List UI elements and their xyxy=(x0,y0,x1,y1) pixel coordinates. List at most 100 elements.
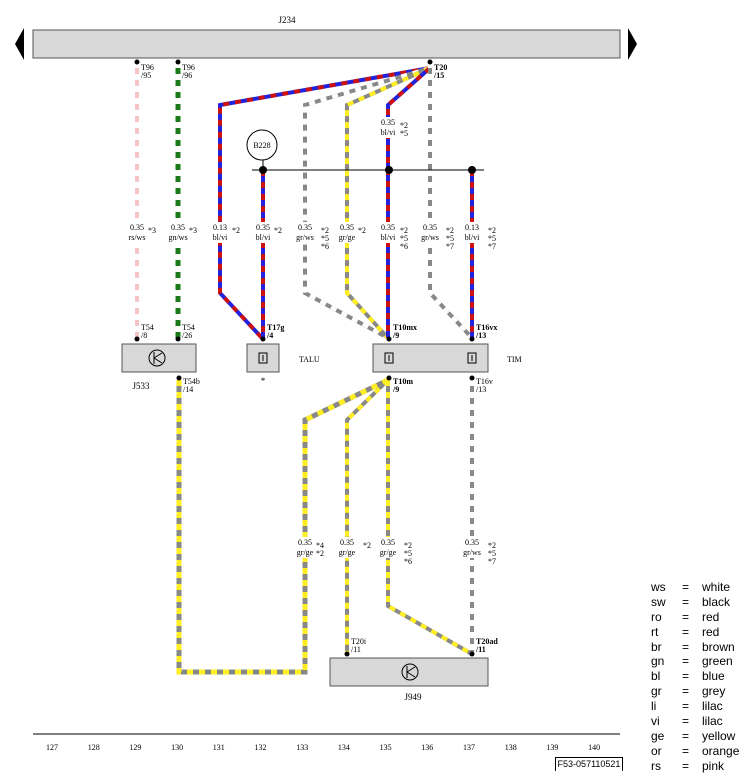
connector-t54_8-pin: /8 xyxy=(141,331,147,340)
wire-color: gr/ws xyxy=(421,233,439,242)
legend-row-sw: sw=black xyxy=(651,595,739,610)
wire-note: *7 xyxy=(446,242,454,251)
wire-base xyxy=(176,377,390,675)
label-bg xyxy=(334,537,360,558)
legend-equals: = xyxy=(682,743,690,758)
legend-color-name: brown xyxy=(702,639,735,654)
connector-t20i_11-name: T20i xyxy=(351,637,367,646)
t16vx-13-pin xyxy=(469,336,475,342)
wire-color: gr/ge xyxy=(380,548,397,557)
wire-note: *2 xyxy=(400,226,408,235)
sq-rect xyxy=(258,352,268,364)
legend-row-gr: gr=grey xyxy=(651,684,739,699)
cu-line-b xyxy=(406,671,416,678)
legend-code: rt xyxy=(651,624,659,639)
wire-size: 0.35 xyxy=(381,118,395,127)
t54-8-pin xyxy=(134,336,140,342)
wire-w131 xyxy=(218,66,431,340)
scale-number-140: 140 xyxy=(588,743,600,752)
sq-rect xyxy=(384,352,394,364)
scale-number-131: 131 xyxy=(213,743,225,752)
connector-t54b_14-name: T54b xyxy=(183,377,200,386)
legend-color-name: yellow xyxy=(702,728,736,743)
wire-size: 0.13 xyxy=(465,223,479,232)
connector-t16v_13-name: T16v xyxy=(476,377,493,386)
wire-base xyxy=(386,66,432,338)
wire-size: 0.35 xyxy=(381,223,395,232)
wire-note: *5 xyxy=(400,129,408,138)
cu-circle xyxy=(148,349,166,367)
legend-row-ge: ge=yellow xyxy=(651,729,739,744)
wire-color: bl/vi xyxy=(213,233,228,242)
t20ad-11-pin xyxy=(469,651,475,657)
legend-equals: = xyxy=(682,728,690,743)
legend-row-br: br=brown xyxy=(651,640,739,655)
scale-number-132: 132 xyxy=(255,743,267,752)
wire-w133b xyxy=(176,377,390,675)
legend-code: sw xyxy=(651,594,666,609)
t54-26-pin xyxy=(175,336,181,342)
legend-color-name: blue xyxy=(702,669,725,684)
wire-base xyxy=(303,66,431,340)
wire-note: *2 xyxy=(363,541,371,550)
wire-size: 0.35 xyxy=(298,223,312,232)
connector-t96_95-pin: /95 xyxy=(141,71,151,80)
b228-circle xyxy=(246,129,278,161)
legend-code: gr xyxy=(651,684,662,699)
label-bg xyxy=(334,222,360,243)
legend-color-name: pink xyxy=(702,758,725,773)
wire-size: 0.35 xyxy=(171,223,185,232)
legend-color-name: red xyxy=(702,624,720,639)
connector-t16vx_13-pin: /13 xyxy=(475,331,486,340)
cu-line-a xyxy=(406,666,416,673)
legend-equals: = xyxy=(682,580,690,594)
scale-number-139: 139 xyxy=(546,743,558,752)
scale-number-136: 136 xyxy=(421,743,433,752)
label-bg xyxy=(459,537,485,558)
j234-label: J234 xyxy=(278,15,296,25)
j533-transistor-icon xyxy=(148,349,166,367)
scale-number-135: 135 xyxy=(380,743,392,752)
connector-t17g_4-pin: /4 xyxy=(266,331,273,340)
wire-color: bl/vi xyxy=(465,233,480,242)
wire-color: gr/ge xyxy=(297,548,314,557)
bus-junction-0 xyxy=(259,166,267,174)
label-bg xyxy=(459,222,485,243)
scale-number-134: 134 xyxy=(338,743,350,752)
j949-box xyxy=(329,657,489,687)
tim-module-icon-a xyxy=(384,352,394,364)
wire-color: bl/vi xyxy=(381,233,396,242)
wire-note: *4 xyxy=(316,541,324,550)
legend-color-name: white xyxy=(702,580,731,594)
wire-note: *3 xyxy=(189,226,197,235)
legend-row-vi: vi=lilac xyxy=(651,714,739,729)
wire-color: gr/ge xyxy=(339,233,356,242)
wire-note: *2 xyxy=(316,549,324,558)
wire-color: bl/vi xyxy=(381,128,396,137)
wire-stripe xyxy=(386,380,473,656)
scale-number-128: 128 xyxy=(88,743,100,752)
connector-t10mx_9-name: T10mx xyxy=(393,323,417,332)
wire-size: 0.35 xyxy=(256,223,270,232)
wire-color: rs/ws xyxy=(129,233,146,242)
t10mx-9-pin xyxy=(386,336,392,342)
wire-stripe xyxy=(218,66,431,340)
legend-row-rt: rt=red xyxy=(651,625,739,640)
legend-color-name: black xyxy=(702,594,731,609)
legend-code: gn xyxy=(651,654,665,669)
wire-color: gn/ws xyxy=(168,233,187,242)
j949-label: J949 xyxy=(404,692,422,702)
wire-color: gr/ge xyxy=(339,548,356,557)
cu-circle xyxy=(401,663,419,681)
wire-size: 0.35 xyxy=(465,538,479,547)
wire-note: *2 xyxy=(488,541,496,550)
wire-w133 xyxy=(303,66,431,340)
legend-row-ws: ws=white xyxy=(651,580,739,595)
legend-row-rs: rs=pink xyxy=(651,759,739,774)
